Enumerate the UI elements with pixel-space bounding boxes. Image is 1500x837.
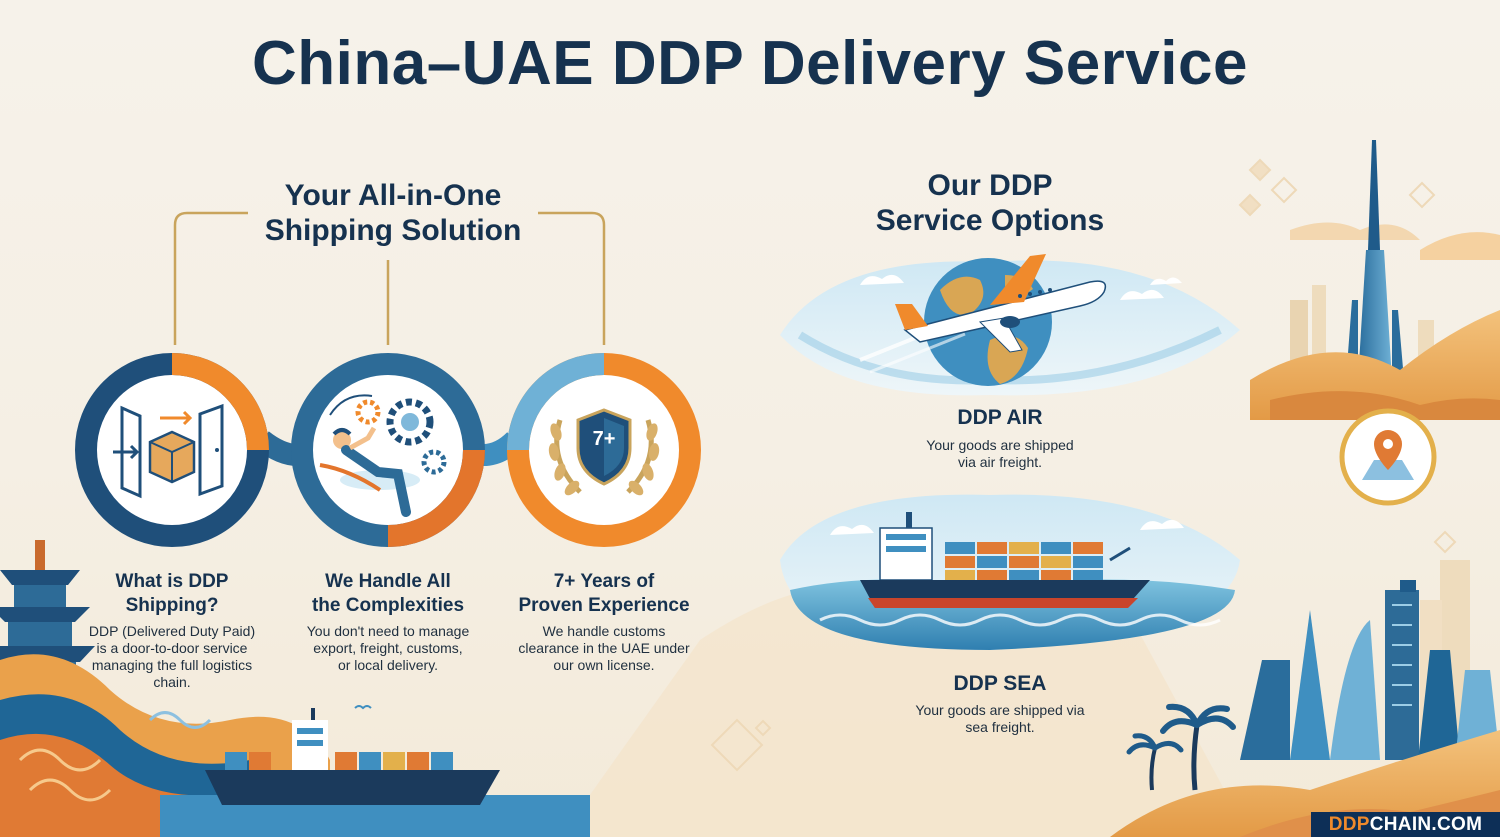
shield-laurel-icon	[548, 408, 660, 496]
left-section-title: Your All-in-One Shipping Solution	[238, 178, 548, 248]
feature-circle-2	[291, 353, 485, 547]
brand-watermark: DDPCHAIN.COM	[1311, 812, 1500, 837]
feature-1-title: What is DDP Shipping?	[62, 570, 282, 618]
ddp-sea-desc-line: Your goods are shipped via	[915, 702, 1085, 718]
airplane-globe-icon	[859, 254, 1107, 374]
feature-1-title-line1: What is DDP	[115, 571, 229, 592]
feature-2-title: We Handle All the Complexities	[278, 570, 498, 618]
feature-1-description: DDP (Delivered Duty Paid) is a door-to-d…	[72, 623, 272, 691]
feature-3-desc-line: clearance in the UAE under	[518, 640, 690, 656]
door-box-icon	[113, 403, 224, 499]
feature-3-title-line1: 7+ Years of	[553, 571, 655, 592]
ddp-sea-description: Your goods are shipped via sea freight.	[890, 702, 1110, 736]
feature-2-desc-line: or local delivery.	[337, 657, 439, 673]
feature-2-title-line2: the Complexities	[311, 595, 465, 616]
ddp-air-title: DDP AIR	[957, 406, 1043, 429]
feature-1-desc-line: chain.	[153, 674, 191, 690]
feature-2-desc-line: export, freight, customs,	[313, 640, 463, 656]
relaxing-person-gears-icon	[319, 394, 447, 517]
feature-3-desc-line: We handle customs	[542, 623, 666, 639]
burj-khalifa-icon	[1346, 140, 1404, 380]
feature-3-title-line2: Proven Experience	[518, 595, 690, 616]
right-section-title-line1: Our DDP	[927, 169, 1053, 202]
feature-1-desc-line: DDP (Delivered Duty Paid)	[88, 623, 256, 639]
location-pin-icon	[1339, 408, 1437, 506]
ddp-air-desc-line: Your goods are shipped	[926, 437, 1074, 453]
page-title: China–UAE DDP Delivery Service	[252, 29, 1248, 98]
palm-tree-icon	[1126, 703, 1236, 791]
feature-1-desc-line: is a door-to-door service	[96, 640, 248, 656]
feature-3-desc-line: our own license.	[553, 657, 655, 673]
feature-2-title-line1: We Handle All	[325, 571, 451, 592]
cargo-ship-icon	[205, 708, 500, 805]
brand-part2: CHAIN.COM	[1369, 814, 1483, 835]
ddp-sea-desc-line: sea freight.	[965, 719, 1035, 735]
ddp-air-description: Your goods are shipped via air freight.	[890, 437, 1110, 471]
container-ship-icon	[819, 512, 1221, 627]
feature-2-description: You don't need to manage export, freight…	[288, 623, 488, 674]
right-section-title-line2: Service Options	[875, 204, 1105, 237]
feature-2-desc-line: You don't need to manage	[306, 623, 470, 639]
left-section-title-line2: Shipping Solution	[264, 214, 522, 247]
feature-1-desc-line: managing the full logistics	[91, 657, 253, 673]
ddp-sea-title: DDP SEA	[953, 672, 1047, 695]
ddp-air-desc-line: via air freight.	[957, 454, 1043, 470]
shield-badge-text: 7+	[592, 428, 616, 450]
right-section-title: Our DDP Service Options	[850, 168, 1130, 238]
feature-3-description: We handle customs clearance in the UAE u…	[494, 623, 714, 674]
feature-1-title-line2: Shipping?	[125, 595, 219, 616]
feature-3-title: 7+ Years of Proven Experience	[494, 570, 714, 618]
left-section-title-line1: Your All-in-One	[284, 179, 502, 212]
brand-part1: DDP	[1328, 814, 1370, 835]
